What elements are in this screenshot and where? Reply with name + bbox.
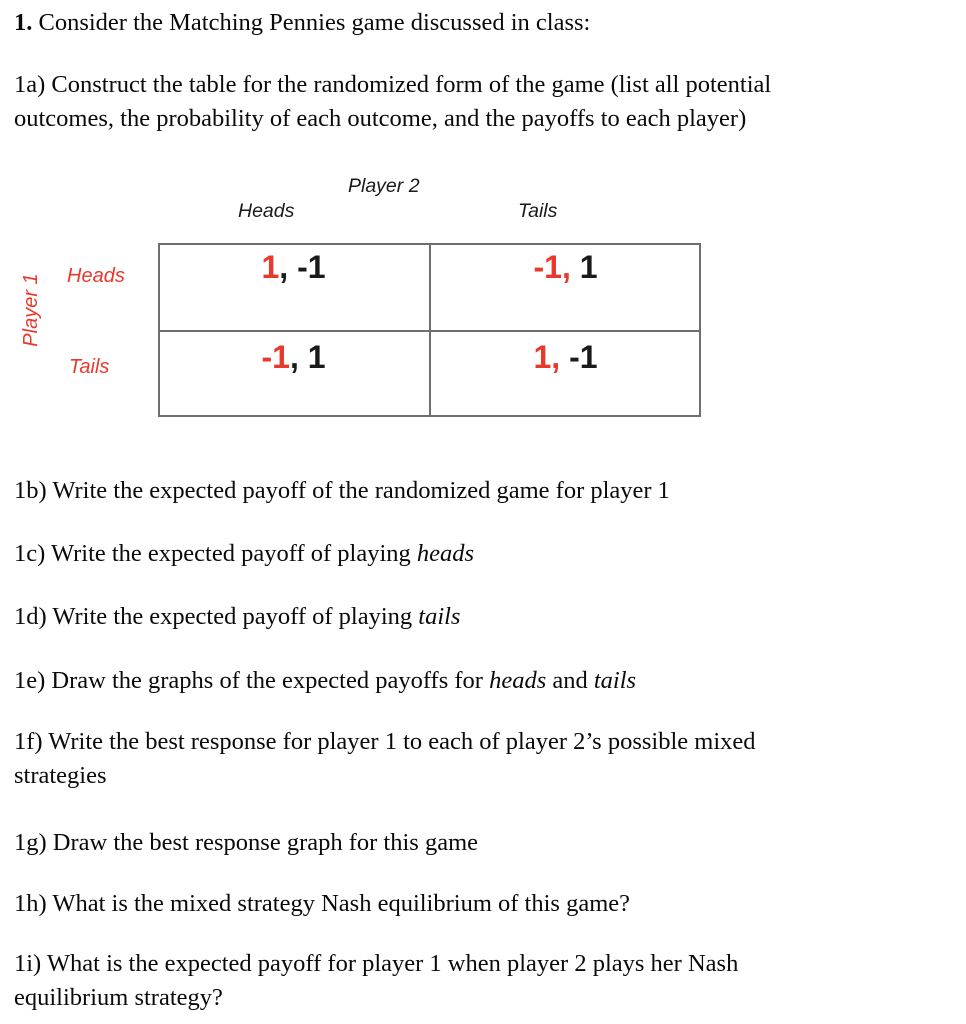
question-1b: 1b) Write the expected payoff of the ran…: [14, 477, 670, 504]
question-1f-line2: strategies: [14, 762, 107, 789]
question-1-title: 1. Consider the Matching Pennies game di…: [14, 6, 590, 40]
question-1e-mid: and: [546, 667, 594, 694]
question-1a-line1: 1a) Construct the table for the randomiz…: [14, 71, 772, 98]
payoff-player1: 1,: [533, 339, 561, 375]
payoff-player1: 1: [261, 249, 280, 285]
matrix-cell-heads-tails: -1, 1: [430, 249, 701, 285]
payoff-player2: -1: [560, 339, 598, 375]
player1-label: Player 1: [20, 273, 42, 347]
payoff-player2: , -1: [279, 249, 326, 285]
question-1a-line2: outcomes, the probability of each outcom…: [14, 105, 747, 132]
question-1f: 1f) Write the best response for player 1…: [14, 725, 756, 793]
question-1e: 1e) Draw the graphs of the expected payo…: [14, 664, 636, 698]
question-1d-text: 1d) Write the expected payoff of playing: [14, 603, 419, 630]
row-header-tails: Tails: [69, 356, 110, 378]
question-1c-text: 1c) Write the expected payoff of playing: [14, 540, 417, 567]
payoff-player1: -1: [261, 339, 290, 375]
question-1i-line1: 1i) What is the expected payoff for play…: [14, 950, 739, 977]
question-1-number: 1.: [14, 9, 33, 36]
column-header-tails: Tails: [518, 200, 558, 222]
question-1f-line1: 1f) Write the best response for player 1…: [14, 728, 756, 755]
question-1h: 1h) What is the mixed strategy Nash equi…: [14, 890, 630, 917]
row-header-heads: Heads: [67, 265, 125, 287]
question-1i: 1i) What is the expected payoff for play…: [14, 947, 738, 1015]
question-1e-italic2: tails: [593, 667, 637, 694]
matrix-cell-tails-tails: 1, -1: [430, 339, 701, 375]
payoff-player1: -1,: [533, 249, 571, 285]
question-1c: 1c) Write the expected payoff of playing…: [14, 537, 474, 571]
matrix-cell-heads-heads: 1, -1: [158, 249, 429, 285]
payoff-player2: 1: [570, 249, 598, 285]
question-1a: 1a) Construct the table for the randomiz…: [14, 68, 771, 136]
matrix-cell-tails-heads: -1, 1: [158, 339, 429, 375]
question-1e-italic1: heads: [489, 667, 547, 694]
question-1e-text: 1e) Draw the graphs of the expected payo…: [14, 667, 490, 694]
question-1g: 1g) Draw the best response graph for thi…: [14, 829, 479, 856]
column-header-heads: Heads: [238, 200, 295, 222]
matrix-grid: [158, 243, 701, 417]
matrix-grid-horizontal-line: [160, 330, 699, 332]
question-1d-italic: tails: [418, 603, 461, 630]
question-1c-italic: heads: [416, 540, 475, 567]
player2-label: Player 2: [348, 175, 420, 197]
question-1i-line2: equilibrium strategy?: [14, 984, 223, 1011]
question-1d: 1d) Write the expected payoff of playing…: [14, 600, 460, 634]
payoff-player2: , 1: [289, 339, 326, 375]
question-1-text: Consider the Matching Pennies game discu…: [32, 9, 591, 36]
